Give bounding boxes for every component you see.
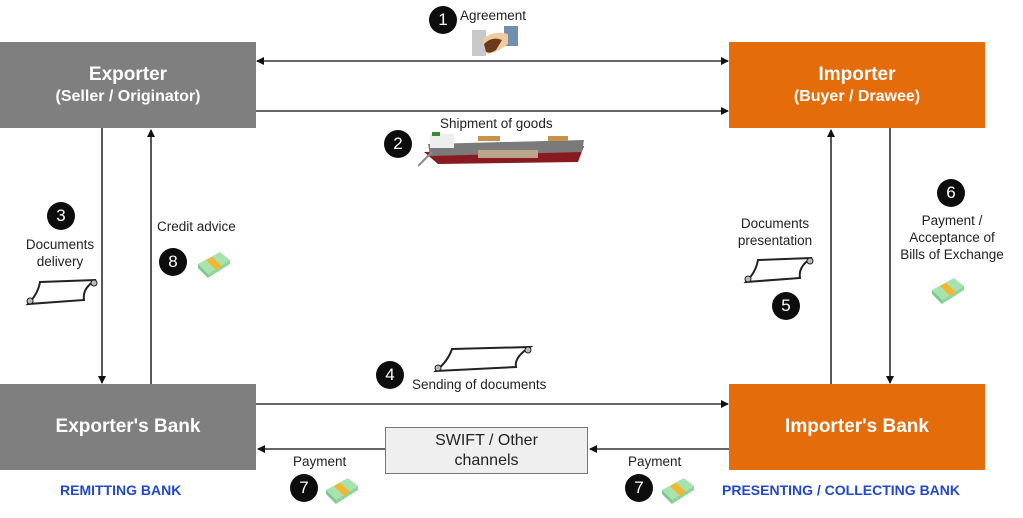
step-4-label: Sending of documents [412,377,547,392]
importer-subtitle: (Buyer / Drawee) [793,88,921,105]
exporter-bank-box: Exporter's Bank [0,384,256,470]
step-5-label-line1: Documents [740,216,810,231]
step-2-label: Shipment of goods [440,116,553,131]
step-3-badge: 3 [47,202,75,230]
money-stack-icon [326,478,358,504]
step-6-label: Payment / Acceptance of Bills of Exchang… [896,212,1008,263]
document-scroll-icon [743,257,814,284]
step-3-label-line2: delivery [36,254,84,269]
exporter-box: Exporter (Seller / Originator) [0,42,256,128]
swift-channel-box: SWIFT / Other channels [385,427,588,474]
step-7-label-right: Payment [628,454,682,469]
money-stack-icon [932,278,964,304]
step-3-label: Documents delivery [22,236,98,270]
exporter-subtitle: (Seller / Originator) [55,88,201,105]
document-scroll-icon [25,279,98,306]
cargo-ship-icon [418,132,584,167]
step-1-label: Agreement [460,8,527,23]
step-8-badge: 8 [159,248,187,276]
remitting-bank-label: REMITTING BANK [60,482,182,498]
step-6-label-line3: Bills of Exchange [900,247,1004,262]
importer-box: Importer (Buyer / Drawee) [729,42,985,128]
presenting-bank-label: PRESENTING / COLLECTING BANK [722,482,961,498]
money-stack-icon [662,478,694,504]
swift-line2: channels [454,451,519,469]
step-1-badge: 1 [429,6,457,34]
step-6-badge: 6 [937,179,965,207]
importer-bank-box: Importer's Bank [729,384,985,470]
step-5-label: Documents presentation [732,215,818,249]
swift-line1: SWIFT / Other [435,431,538,449]
importer-title: Importer [818,64,896,85]
step-5-badge: 5 [772,292,800,320]
handshake-icon [472,26,518,56]
money-stack-icon [198,252,230,278]
step-5-label-line2: presentation [737,233,813,248]
step-2-badge: 2 [384,130,412,158]
step-6-label-line1: Payment / [921,213,983,228]
importer-bank-title: Importer's Bank [785,416,929,437]
step-4-badge: 4 [376,361,404,389]
step-8-label: Credit advice [157,219,236,234]
step-3-label-line1: Documents [25,237,95,252]
step-7-label-left: Payment [293,454,347,469]
step-7-badge-left: 7 [290,474,318,502]
exporter-bank-title: Exporter's Bank [55,416,201,437]
exporter-title: Exporter [88,64,168,85]
document-scroll-icon [433,345,534,373]
step-7-badge-right: 7 [625,474,653,502]
step-6-label-line2: Acceptance of [909,230,995,245]
